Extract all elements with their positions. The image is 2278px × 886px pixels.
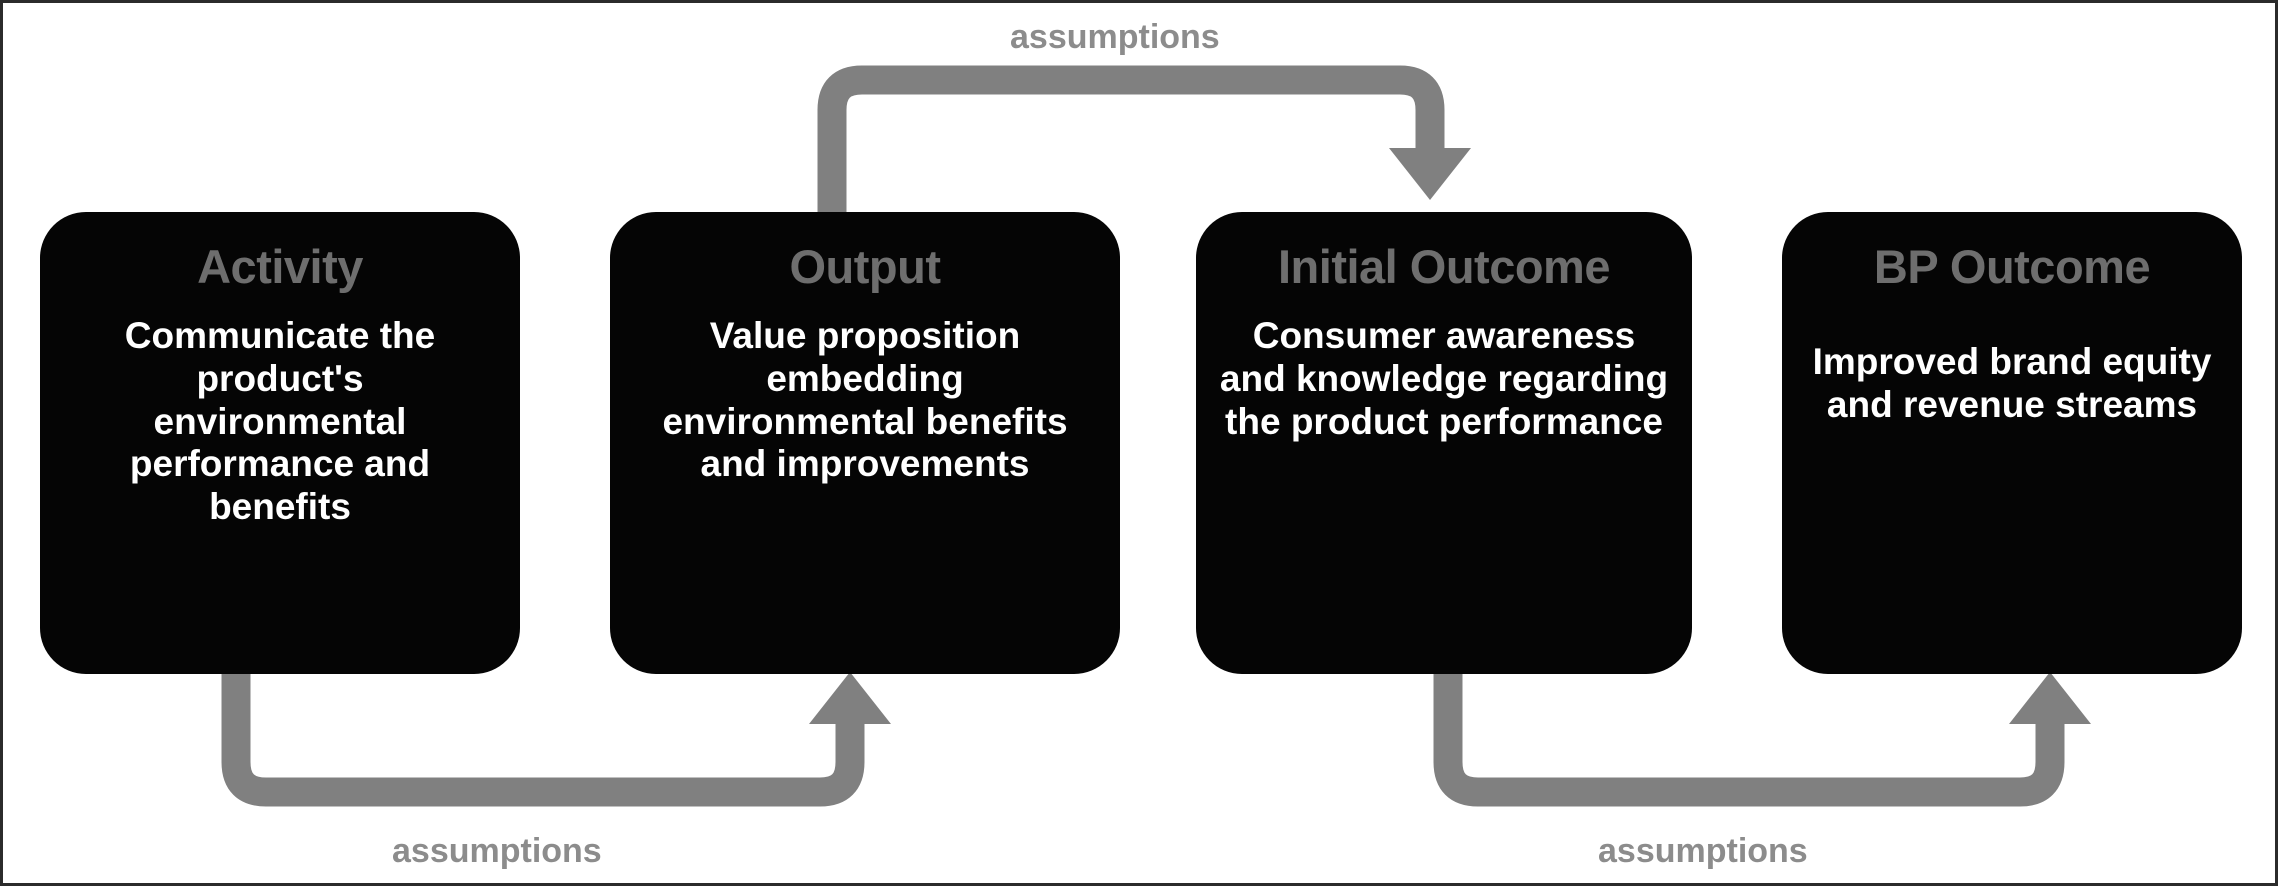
node-title-output: Output xyxy=(789,240,942,293)
node-box-activity[interactable]: Activity Communicate the product's envir… xyxy=(40,212,520,674)
connector-top-assumptions-arrow xyxy=(817,65,1471,228)
node-body-activity: Communicate the product's environmental … xyxy=(124,314,436,528)
label-assumptions-top: assumptions xyxy=(1010,18,1220,56)
node-body-initial-outcome: Consumer awareness and knowledge regardi… xyxy=(1219,314,1669,442)
node-title-bp-outcome: BP Outcome xyxy=(1873,240,2151,293)
node-title-activity: Activity xyxy=(197,240,363,293)
node-box-initial-outcome[interactable]: Initial Outcome Consumer awareness and k… xyxy=(1196,212,1692,674)
connector-bottom-left-assumptions-arrow xyxy=(221,672,891,807)
connector-bottom-right-assumptions-arrow xyxy=(1433,672,2091,807)
label-assumptions-bottom-left: assumptions xyxy=(392,832,602,870)
node-title-initial-outcome: Initial Outcome xyxy=(1278,240,1611,293)
node-box-output[interactable]: Output Value proposition embedding envir… xyxy=(610,212,1120,674)
node-body-output: Value proposition embedding environmenta… xyxy=(662,314,1068,485)
node-body-bp-outcome: Improved brand equity and revenue stream… xyxy=(1812,340,2212,425)
node-box-bp-outcome[interactable]: BP Outcome Improved brand equity and rev… xyxy=(1782,212,2242,674)
label-assumptions-bottom-right: assumptions xyxy=(1598,832,1808,870)
